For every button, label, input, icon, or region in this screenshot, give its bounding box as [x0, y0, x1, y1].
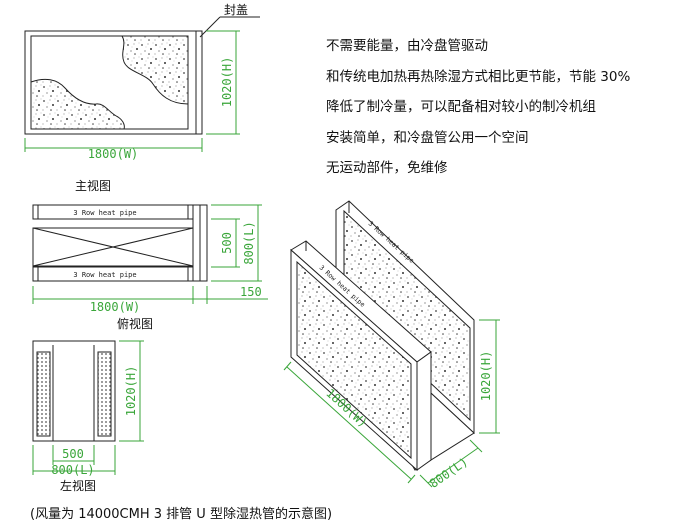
iso-depth-dim: 800(L)	[427, 455, 471, 491]
top-depth-outer-dim: 800(L)	[242, 221, 256, 264]
side-outer	[32, 340, 116, 442]
side-grille-left	[36, 351, 51, 437]
front-width-dim: 1800(W)	[88, 147, 139, 161]
front-height-dim: 1020(H)	[220, 57, 234, 108]
front-fill-upper	[121, 35, 189, 105]
iso-back-panel-fill	[343, 209, 471, 422]
feature-item: 和传统电加热再热除湿方式相比更节能，节能 30%	[326, 68, 631, 85]
side-inner-dim: 500	[62, 447, 84, 461]
iso-height-dim: 1020(H)	[479, 351, 493, 402]
front-frame-outer	[24, 30, 203, 135]
top-pipe-label-lower: 3 Row heat pipe	[73, 271, 136, 279]
side-view-label: 左视图	[60, 478, 96, 493]
side-view	[32, 340, 116, 442]
front-view-label: 主视图	[75, 178, 111, 193]
feature-list: 不需要能量，由冷盘管驱动 和传统电加热再热除湿方式相比更节能，节能 30% 降低…	[326, 36, 630, 189]
iso-front-panel-side	[416, 351, 432, 471]
iso-front-panel-fill	[296, 260, 412, 460]
cover-label: 封盖	[224, 3, 248, 17]
top-offset-dim: 150	[240, 285, 262, 299]
iso-dims	[283, 319, 500, 488]
front-view	[24, 16, 260, 135]
feature-item: 不需要能量，由冷盘管驱动	[326, 38, 488, 54]
front-dims	[24, 30, 240, 152]
figure-caption: (风量为 14000CMH 3 排管 U 型除湿热管的示意图)	[30, 507, 333, 522]
front-fill-lower	[30, 78, 125, 130]
top-view	[32, 204, 208, 282]
side-outer-dim: 800(L)	[51, 463, 94, 477]
top-view-label: 俯视图	[117, 316, 153, 331]
side-dims	[32, 340, 144, 475]
feature-item: 无运动部件，免维修	[326, 160, 448, 176]
side-height-dim: 1020(H)	[124, 366, 138, 417]
top-width-dim: 1800(W)	[90, 300, 141, 314]
side-grille-right	[97, 351, 112, 437]
iso-view	[290, 200, 475, 472]
top-depth-inner-dim: 500	[220, 232, 234, 254]
top-pipe-label-upper: 3 Row heat pipe	[73, 209, 136, 217]
feature-item: 安装简单，和冷盘管公用一个空间	[326, 129, 529, 146]
feature-item: 降低了制冷量，可以配备相对较小的制冷机组	[326, 99, 596, 115]
top-dims	[32, 204, 268, 304]
